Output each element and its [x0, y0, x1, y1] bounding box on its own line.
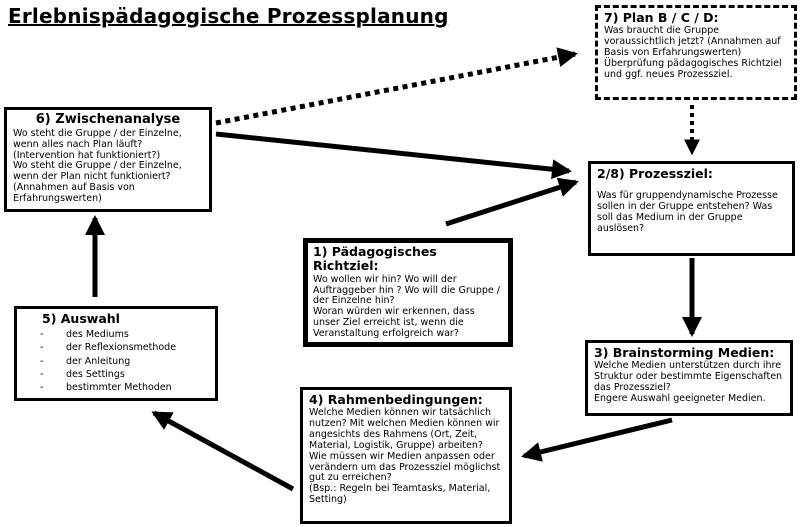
box-plan-bcd-title: 7) Plan B / C / D: — [604, 10, 719, 25]
box-plan-bcd-body: Was braucht die Gruppe voraussichtlich j… — [604, 25, 782, 80]
arrow-4-to-5 — [151, 410, 295, 492]
box-prozessziel: 2/8) Prozessziel: Was für gruppendynamis… — [588, 161, 795, 256]
bullet-dash: - — [40, 342, 44, 354]
bullet-dash: - — [40, 329, 44, 341]
arrow-6-to-28 — [215, 131, 572, 180]
arrow-6-to-7-dotted — [215, 47, 578, 126]
box-zwischenanalyse-body: Wo steht die Gruppe / der Einzelne, wenn… — [13, 127, 182, 204]
box-richtziel-title: 1) Pädagogisches Richtziel: — [313, 244, 437, 274]
bullet-dash: - — [40, 355, 44, 367]
box-rahmenbedingungen-body: Welche Medien können wir tatsächlich nut… — [309, 407, 501, 505]
list-item-label: der Reflexionsmethode — [66, 342, 177, 354]
page-title: Erlebnispädagogische Prozessplanung — [8, 4, 449, 28]
arrow-3-to-4 — [521, 417, 673, 462]
box-rahmenbedingungen-title: 4) Rahmenbedingungen: — [309, 392, 483, 407]
list-item: - des Settings — [40, 368, 209, 381]
box-zwischenanalyse-title: 6) Zwischenanalyse — [35, 112, 181, 127]
list-item: - der Reflexionsmethode — [40, 341, 209, 354]
list-item: - bestimmter Methoden — [40, 381, 209, 394]
box-richtziel-body: Wo wollen wir hin? Wo will der Auftragge… — [313, 273, 500, 339]
list-item-label: der Anleitung — [66, 355, 131, 367]
box-brainstorming: 3) Brainstorming Medien: Welche Medien u… — [585, 340, 793, 416]
box-brainstorming-body: Welche Medien unterstützen durch ihre St… — [594, 360, 783, 404]
list-item-label: des Settings — [66, 368, 125, 380]
arrow-1-to-28 — [445, 177, 579, 227]
list-item-label: des Mediums — [66, 329, 129, 341]
box-plan-bcd: 7) Plan B / C / D: Was braucht die Grupp… — [595, 5, 797, 100]
bullet-dash: - — [40, 368, 44, 380]
box-rahmenbedingungen: 4) Rahmenbedingungen: Welche Medien könn… — [300, 387, 512, 524]
list-item-label: bestimmter Methoden — [66, 381, 172, 393]
box-zwischenanalyse: 6) Zwischenanalyse Wo steht die Gruppe /… — [4, 107, 212, 212]
bullet-dash: - — [40, 381, 44, 393]
list-item: - der Anleitung — [40, 355, 209, 368]
box-auswahl-title: 5) Auswahl — [42, 311, 120, 326]
box-auswahl: 5) Auswahl - des Mediums - der Reflexion… — [14, 306, 218, 401]
list-item: - des Mediums — [40, 328, 209, 341]
box-prozessziel-body: Was für gruppendynamische Prozesse solle… — [597, 190, 778, 234]
box-richtziel: 1) Pädagogisches Richtziel: Wo wollen wi… — [303, 238, 513, 347]
box-brainstorming-title: 3) Brainstorming Medien: — [594, 345, 775, 360]
box-prozessziel-title: 2/8) Prozessziel: — [597, 166, 713, 181]
